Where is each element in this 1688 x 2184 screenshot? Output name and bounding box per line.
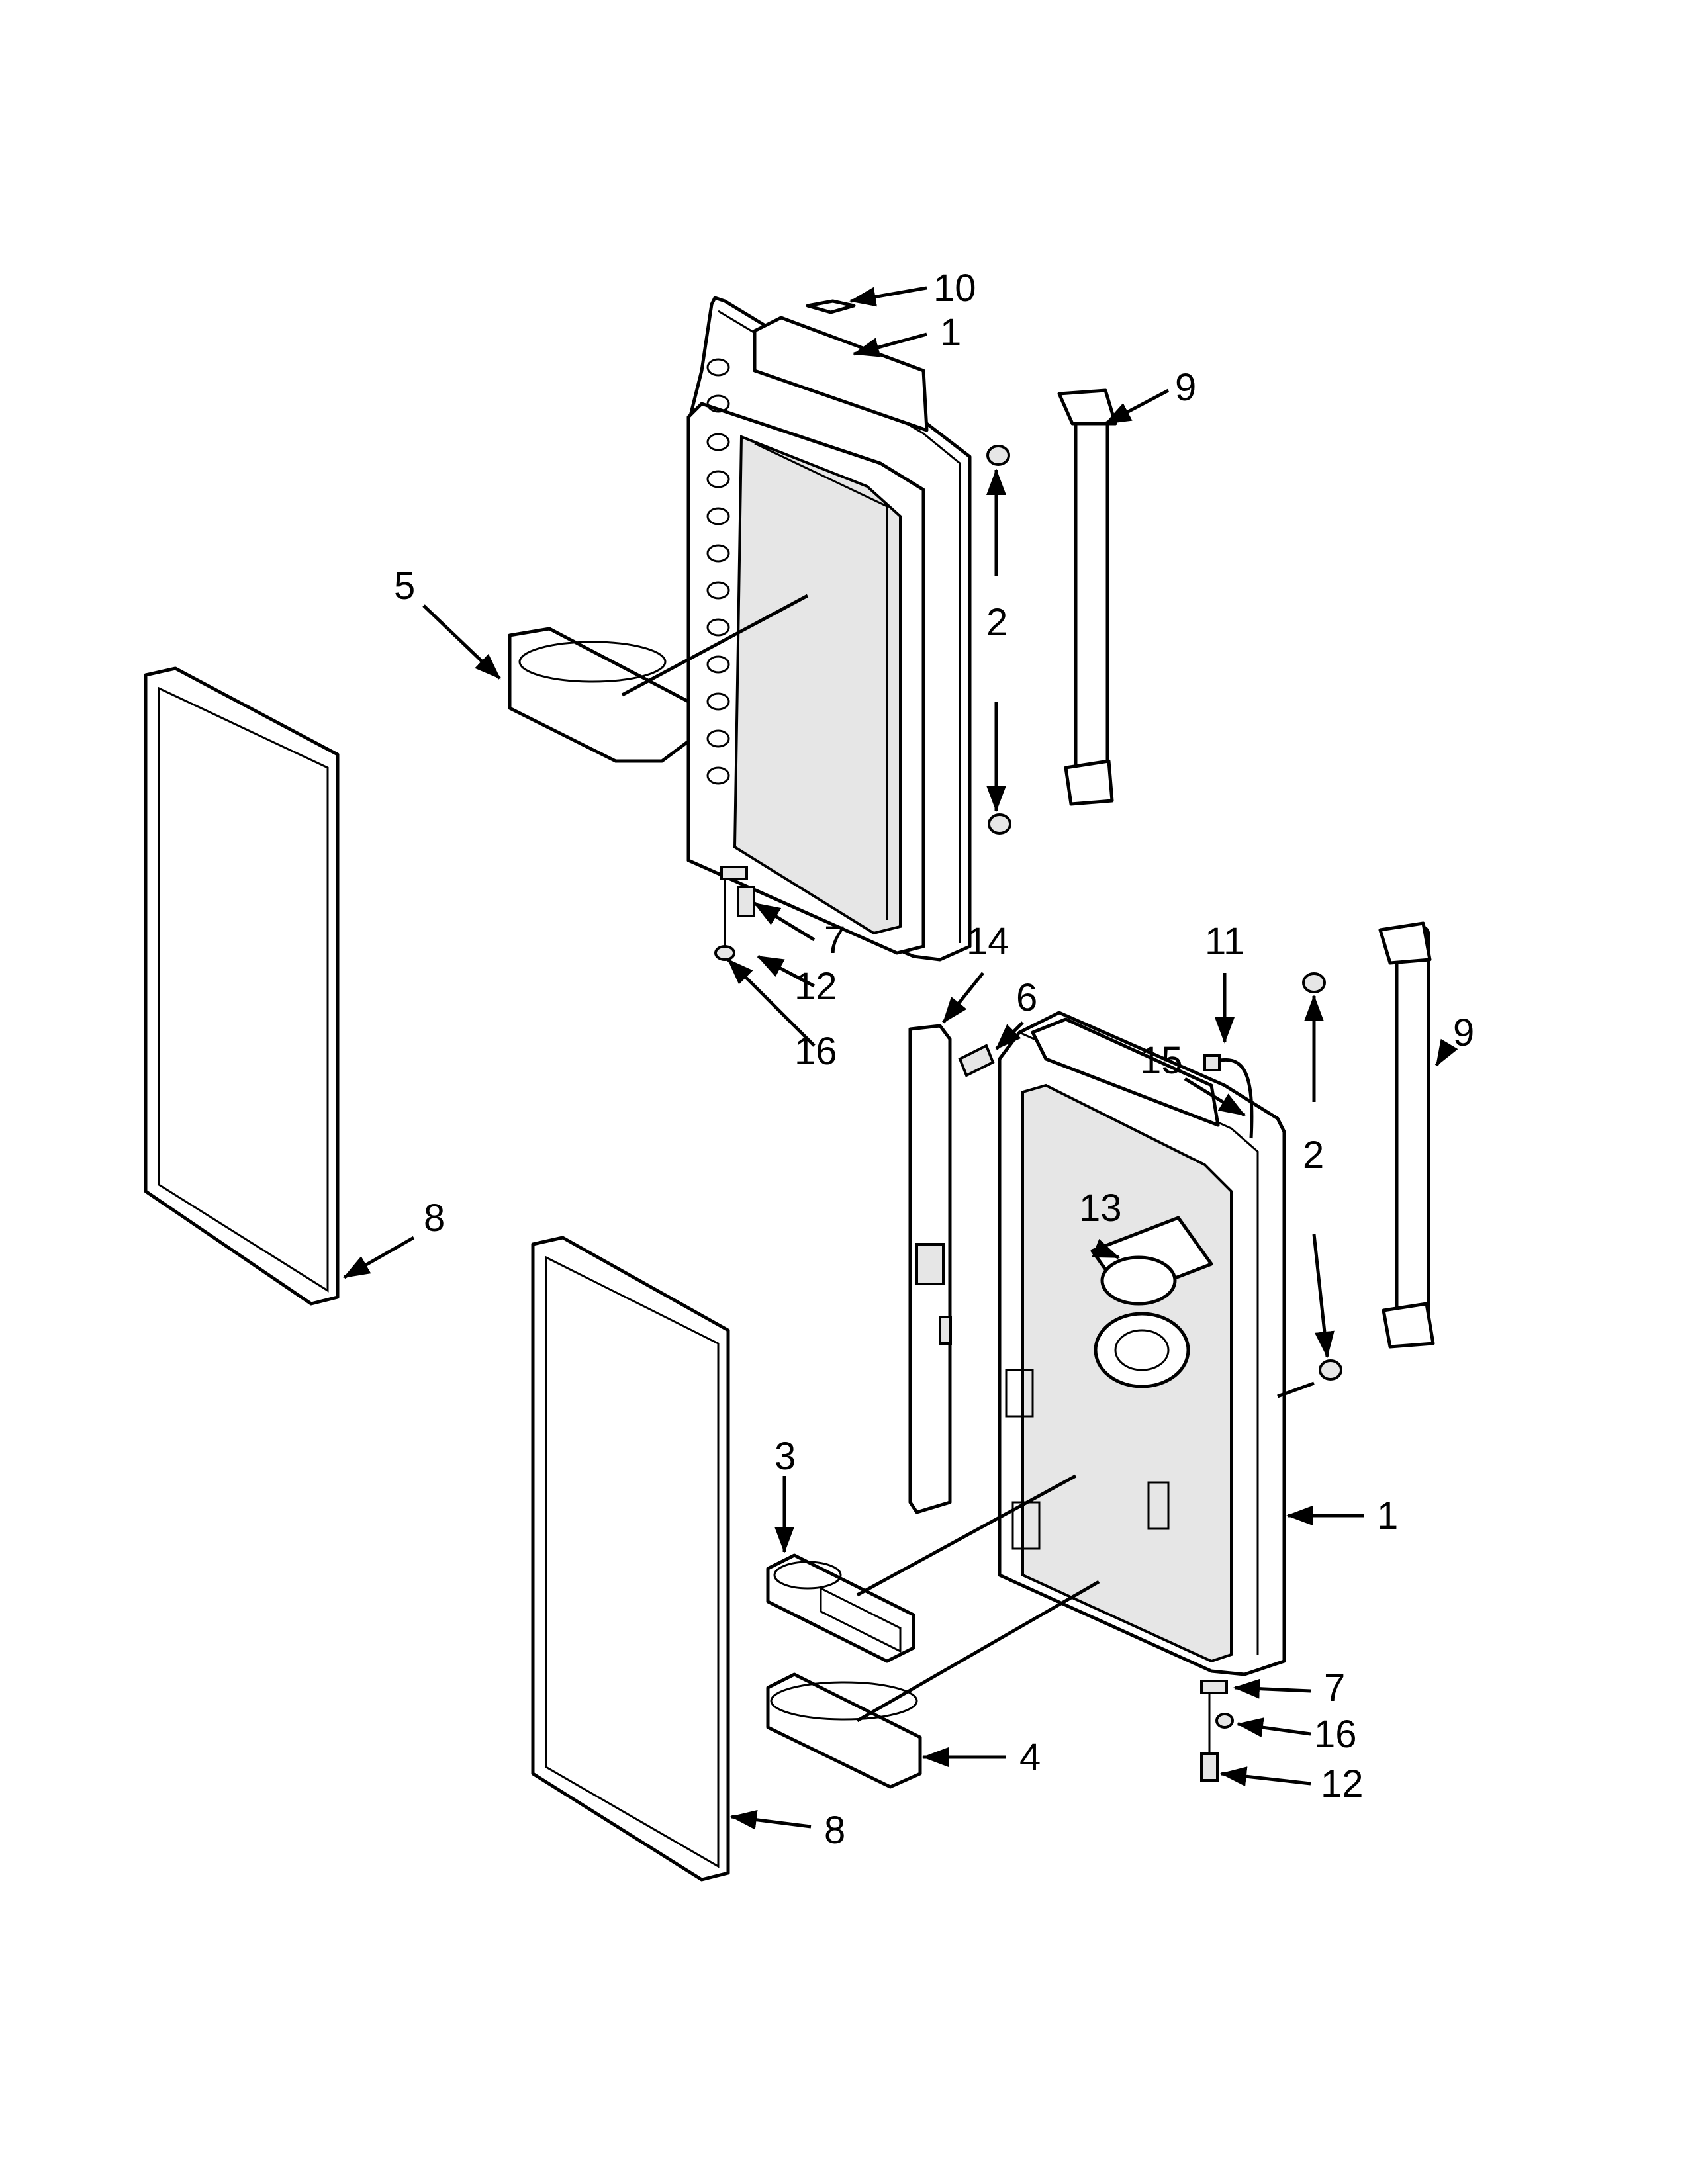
callout-11: 11 bbox=[1205, 920, 1244, 963]
callout-12-bottom: 12 bbox=[1321, 1762, 1364, 1805]
door-bin-3 bbox=[766, 1553, 915, 1663]
callout-6: 6 bbox=[1016, 976, 1037, 1019]
callout-7-top: 7 bbox=[824, 919, 845, 962]
door-bin-5 bbox=[508, 627, 690, 763]
callout-2-bottom: 2 bbox=[1303, 1134, 1324, 1177]
callout-10: 10 bbox=[933, 267, 976, 310]
callout-3: 3 bbox=[774, 1435, 796, 1478]
callout-1-bottom: 1 bbox=[1377, 1494, 1398, 1537]
left-door-gasket bbox=[144, 666, 340, 1306]
callout-16-bottom: 16 bbox=[1314, 1713, 1357, 1756]
callout-16-top: 16 bbox=[794, 1030, 837, 1073]
vent-cap bbox=[806, 299, 856, 314]
right-door-assembly bbox=[998, 1011, 1286, 1676]
screw-6 bbox=[958, 1044, 995, 1077]
callout-labels: 10 1 9 2 5 7 12 16 14 6 11 15 9 2 13 8 3… bbox=[394, 267, 1474, 1852]
callout-13: 13 bbox=[1079, 1187, 1122, 1230]
bottom-hinge-hardware bbox=[1200, 1680, 1234, 1782]
callout-1-top: 1 bbox=[940, 311, 961, 354]
callout-7-bottom: 7 bbox=[1324, 1666, 1345, 1709]
door-bin-4 bbox=[766, 1672, 922, 1789]
callout-15: 15 bbox=[1140, 1039, 1183, 1082]
callout-9-top: 9 bbox=[1175, 366, 1196, 409]
callout-4: 4 bbox=[1019, 1736, 1041, 1779]
callout-5: 5 bbox=[394, 565, 415, 608]
top-handle bbox=[986, 388, 1117, 835]
bottom-handle bbox=[1302, 921, 1435, 1381]
callout-2-top: 2 bbox=[986, 601, 1008, 644]
left-door-assembly bbox=[686, 296, 972, 962]
callout-8-bottom: 8 bbox=[824, 1809, 845, 1852]
top-hinge-hardware bbox=[714, 866, 755, 961]
tube-fitting bbox=[1203, 1054, 1221, 1071]
leader-lines bbox=[343, 286, 1458, 1830]
bottom-door-gasket bbox=[531, 1236, 730, 1882]
callout-8-left: 8 bbox=[424, 1197, 445, 1240]
callout-12-top: 12 bbox=[794, 965, 837, 1008]
callout-14: 14 bbox=[966, 920, 1009, 963]
callout-9-bottom: 9 bbox=[1453, 1011, 1474, 1054]
left-door-shelf-bumps bbox=[706, 358, 730, 785]
door-edge-strip bbox=[908, 1024, 952, 1514]
water-tube bbox=[1211, 1058, 1254, 1139]
